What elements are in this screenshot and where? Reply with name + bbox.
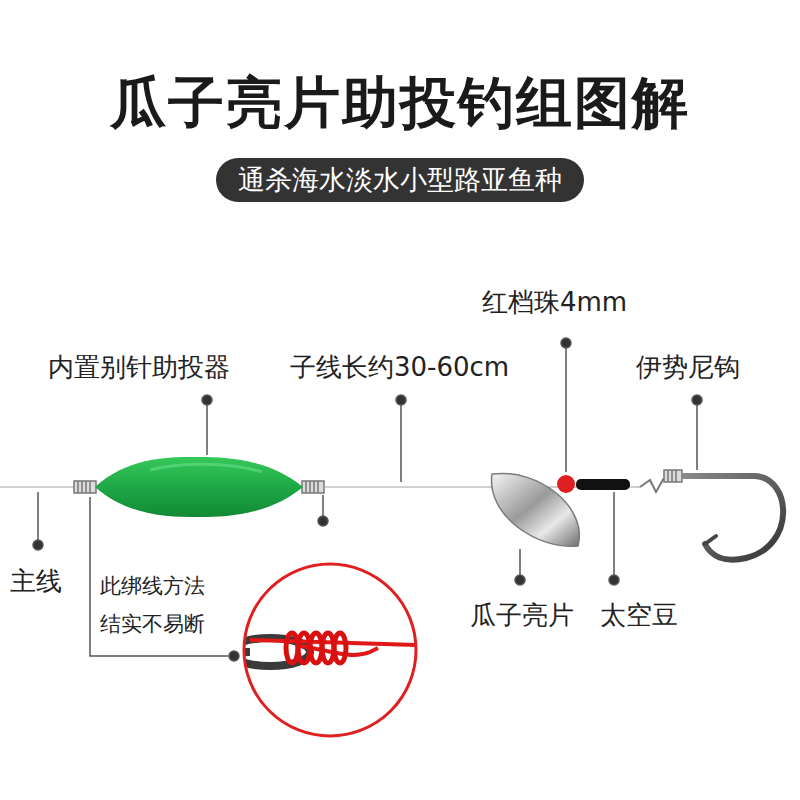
casting-float — [95, 457, 303, 517]
spring-connector — [302, 481, 324, 493]
space-bean — [576, 479, 630, 490]
knot-inset — [230, 564, 420, 736]
snap — [640, 478, 664, 492]
hook-barb — [705, 536, 716, 544]
part-label: 内置别针助投器 — [48, 350, 230, 385]
dimension-label: 子线长约30-60cm — [290, 350, 509, 385]
spring-connector — [74, 481, 96, 493]
subtitle-band: 通杀海水淡水小型路亚鱼种 — [216, 158, 584, 202]
part-label: 伊势尼钩 — [636, 350, 740, 385]
part-label: 瓜子亮片 — [470, 598, 574, 633]
main-line — [0, 486, 75, 488]
subtitle-text: 通杀海水淡水小型路亚鱼种 — [238, 164, 562, 195]
spring-connector — [664, 470, 682, 482]
hook — [684, 476, 783, 560]
float-highlight — [150, 464, 262, 472]
title: 瓜子亮片助投钓组图解 — [110, 66, 690, 142]
part-label: 主线 — [10, 564, 62, 599]
red-bead — [557, 475, 575, 493]
part-label: 太空豆 — [600, 598, 678, 633]
note-text: 此绑线方法 结实不易断 — [100, 568, 218, 644]
spinner-blade — [492, 473, 580, 546]
part-label: 红档珠4mm — [482, 285, 627, 320]
